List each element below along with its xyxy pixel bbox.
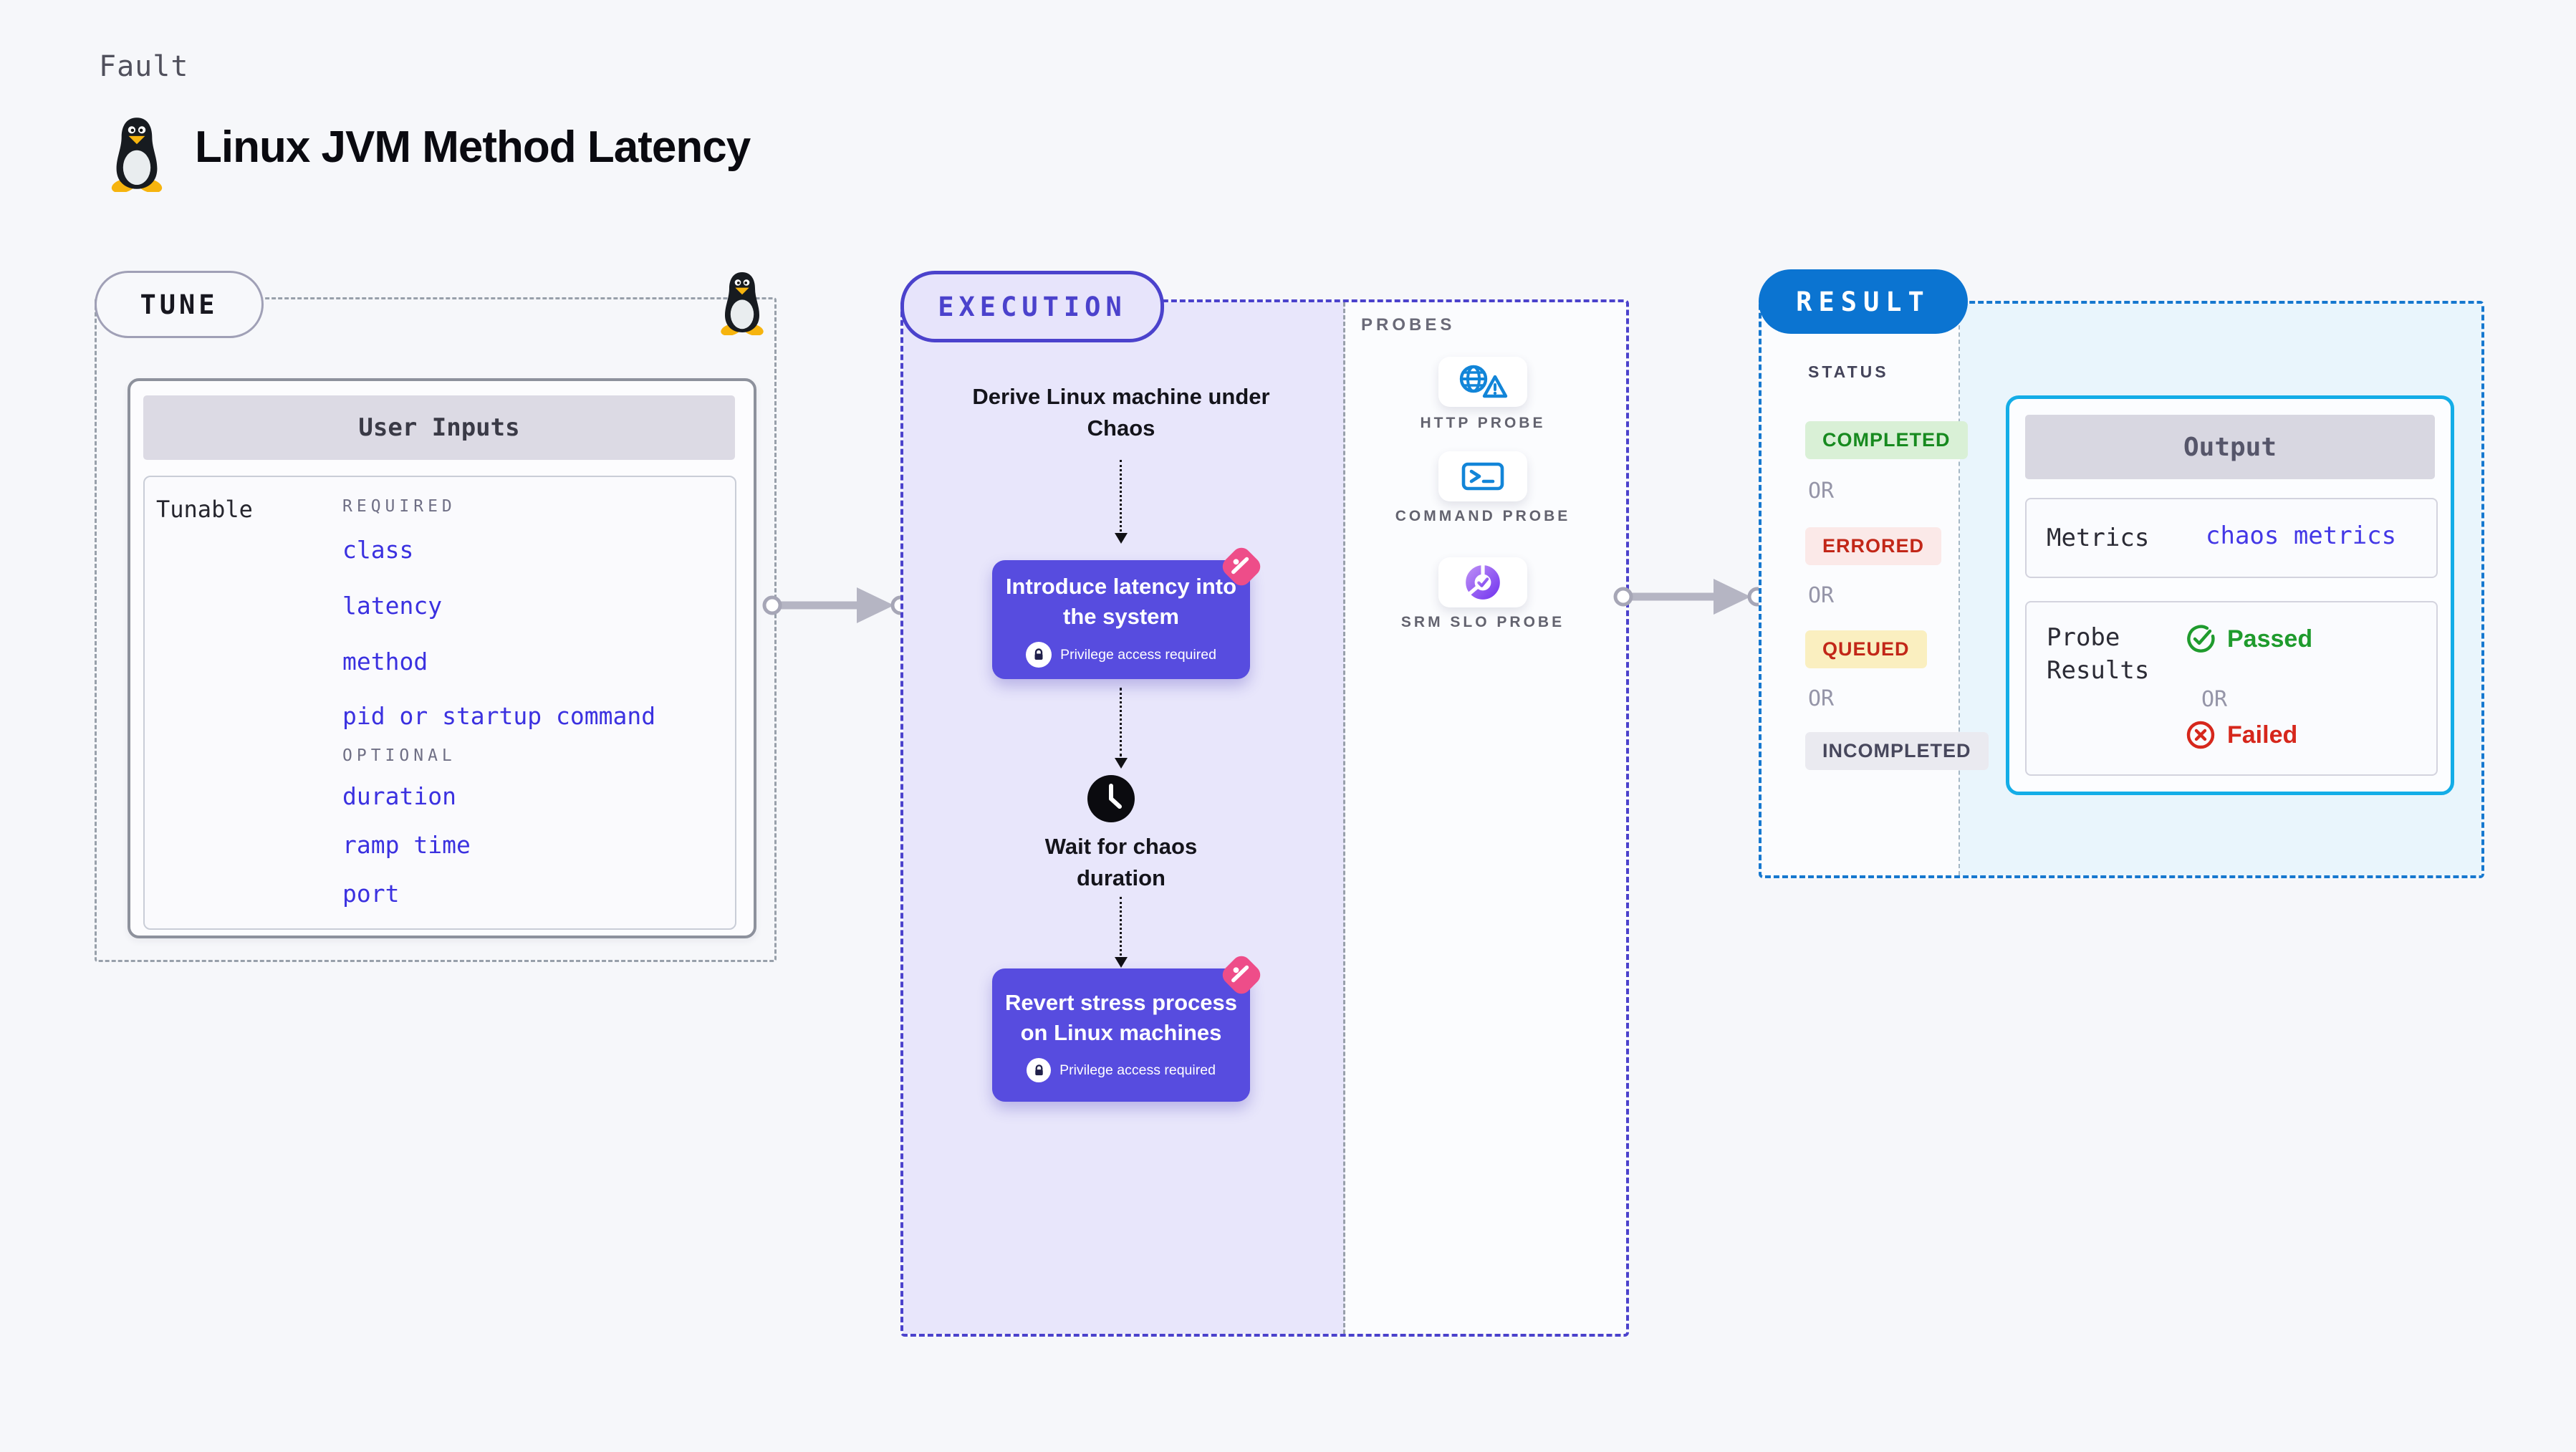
lock-icon [1027,1058,1052,1082]
status-badge-errored: ERRORED [1805,527,1942,565]
tunable-list [143,476,736,930]
passed-label: Passed [2227,625,2313,653]
flow-wait-step: Wait for chaos duration [1044,834,1198,890]
terminal-icon [1461,462,1504,491]
probes-divider [1343,302,1345,1334]
tune-section [95,297,777,962]
chaos-pinwheel-icon [1222,547,1261,586]
privilege-row: Privilege access required [1026,642,1216,668]
arrow-down-icon [1115,758,1128,769]
user-inputs-header: User Inputs [143,395,735,460]
step-card-introduce-latency: Introduce latency into the system Privil… [992,560,1250,679]
output-card: Output Metrics chaos metrics Probe Resul… [2006,395,2454,795]
probe-card-command [1438,451,1527,501]
flow-connector [1120,460,1122,532]
output-header: Output [2025,415,2435,479]
tunable-item: class [342,536,414,564]
probe-name: HTTP PROBE [1420,415,1546,431]
execution-badge: EXECUTION [900,271,1164,342]
result-divider [1959,304,1960,875]
probe-card-http [1438,357,1527,407]
or-separator: OR [2201,687,2228,712]
tune-badge: TUNE [95,271,264,338]
flow-start-step: Derive Linux machine under Chaos [972,384,1270,441]
privilege-row: Privilege access required [1027,1058,1216,1082]
arrow-down-icon [1115,957,1128,968]
tunable-item: duration [342,782,456,810]
step-label: Introduce latency into the system [1005,574,1237,629]
failed-label: Failed [2227,721,2298,749]
tunable-item: latency [342,592,443,620]
step-card-revert-stress: Revert stress process on Linux machines … [992,968,1250,1102]
or-separator: OR [1808,686,1835,711]
probe-results-row: Probe Results Passed OR Failed [2025,601,2438,776]
chaos-pinwheel-icon [1222,956,1261,994]
status-label: STATUS [1808,362,1889,381]
flow-connector [1120,688,1122,756]
or-separator: OR [1808,583,1835,608]
status-badge-incompleted: INCOMPLETED [1805,732,1989,770]
tunable-row-label: Tunable [156,496,253,523]
probe-name: COMMAND PROBE [1395,508,1571,524]
required-label: REQUIRED [342,497,456,516]
metrics-row: Metrics chaos metrics [2025,498,2438,578]
lock-icon [1026,642,1052,668]
privilege-note: Privilege access required [1059,1062,1216,1078]
status-badge-completed: COMPLETED [1805,421,1968,459]
metrics-label: Metrics [2047,524,2150,552]
page-title: Linux JVM Method Latency [195,122,751,172]
probe-card-srm-slo [1438,557,1527,607]
tux-icon [111,117,163,192]
tunable-item: ramp time [342,831,471,859]
tunable-item: method [342,648,428,675]
optional-label: OPTIONAL [342,746,456,765]
arrow-down-icon [1115,533,1128,544]
or-separator: OR [1808,479,1835,504]
globe-alert-icon [1459,365,1508,398]
clock-icon [1087,775,1135,822]
privilege-note: Privilege access required [1060,646,1216,663]
probe-results-label: Probe Results [2047,623,2150,685]
probe-failed: Failed [2186,720,2297,750]
x-circle-icon [2186,721,2215,749]
step-label: Revert stress process on Linux machines [1005,990,1237,1045]
probe-passed: Passed [2186,624,2312,654]
tunable-item: port [342,880,400,908]
probe-name: SRM SLO PROBE [1400,614,1565,630]
probes-label: PROBES [1361,315,1456,335]
slo-donut-icon [1466,564,1500,600]
flow-connector [1120,897,1122,956]
check-circle-icon [2187,625,2215,653]
connector-arrow [1613,579,1767,615]
result-badge: RESULT [1759,269,1968,334]
metrics-value: chaos metrics [2206,521,2397,550]
status-badge-queued: QUEUED [1805,630,1927,668]
tunable-item: pid or startup command [342,702,656,730]
connector-arrow [762,587,910,623]
tux-icon [721,272,764,335]
fault-kicker: Fault [99,50,189,83]
